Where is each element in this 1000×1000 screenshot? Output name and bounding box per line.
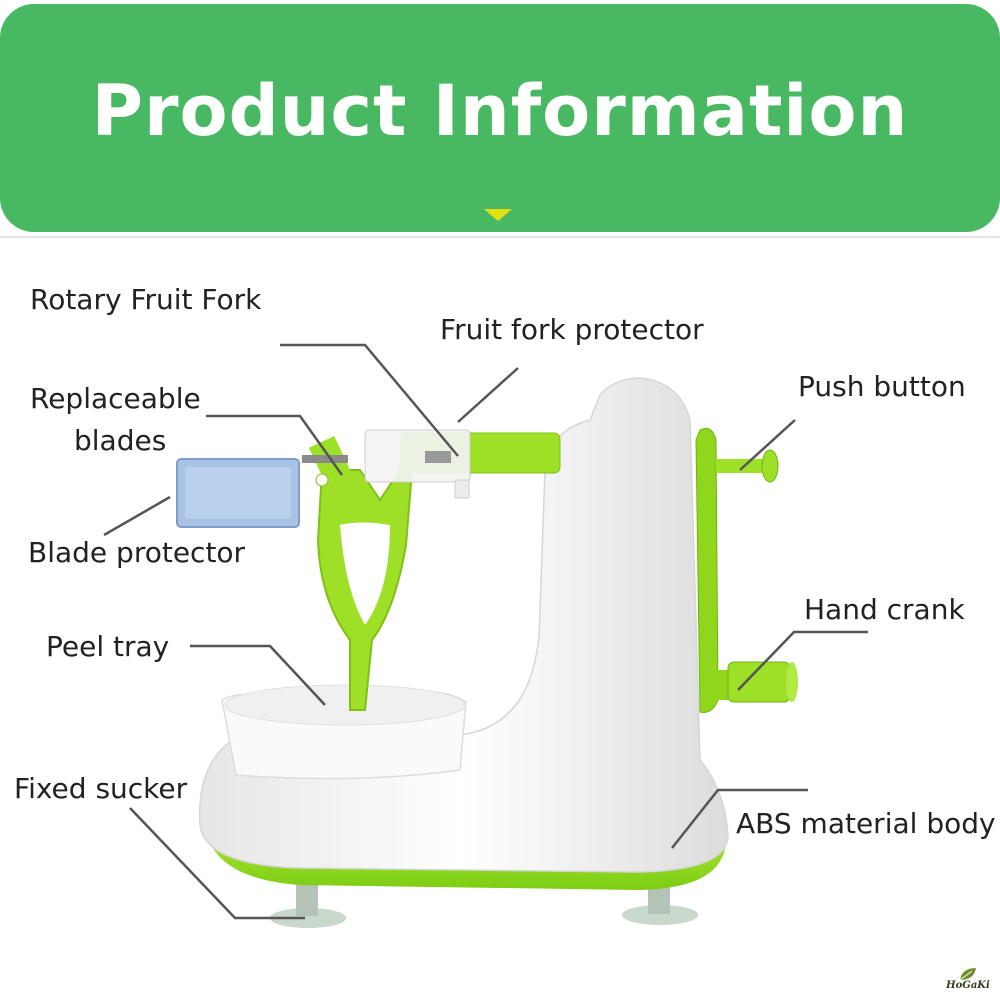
leader-abs-body (671, 788, 808, 849)
label-rotary-fruit-fork: Rotary Fruit Fork (30, 283, 262, 316)
label-abs-material-body: ABS material body (736, 807, 996, 840)
leader-blade-protector (103, 495, 171, 537)
callout-lines (103, 343, 868, 920)
leader-replaceable-blades (206, 414, 344, 476)
leader-fixed-sucker (129, 807, 305, 920)
label-push-button: Push button (798, 370, 966, 403)
divider (0, 236, 1000, 238)
label-replaceable-blades-line1: Replaceable (30, 382, 201, 415)
peel-tray-rim (224, 684, 466, 726)
brand-logo: HoGaKi (936, 966, 1000, 1000)
leader-fork-protector (457, 367, 519, 423)
crank-handle-end (786, 662, 798, 702)
leader-push-button (739, 419, 796, 471)
down-arrow-icon (484, 209, 512, 221)
push-button-shaft (716, 459, 764, 473)
header-banner: Product Information (0, 4, 1000, 232)
leader-rotary-fork (280, 343, 459, 457)
blade-arm-opening (340, 522, 390, 625)
fork-protector (364, 429, 471, 483)
leaf-icon (959, 968, 976, 981)
suction-foot-right (622, 905, 698, 925)
label-blade-protector: Blade protector (28, 536, 246, 569)
label-peel-tray: Peel tray (46, 630, 170, 663)
leader-peel-tray (190, 644, 326, 706)
label-fixed-sucker: Fixed sucker (14, 772, 188, 805)
label-hand-crank: Hand crank (804, 593, 965, 626)
blade-holder (302, 455, 348, 463)
label-replaceable-blades-line2: blades (74, 424, 167, 457)
blade-protector-inner (185, 467, 291, 519)
brand-logo-text: HoGaKi (946, 980, 990, 991)
fork-protector-collar (454, 479, 470, 499)
crank-plate (695, 427, 719, 713)
suction-foot-left (270, 908, 346, 928)
leader-hand-crank (737, 630, 868, 691)
blade-arm-pivot (315, 473, 329, 487)
fork-pin (425, 451, 451, 463)
push-button-cap (761, 449, 779, 483)
label-fruit-fork-protector: Fruit fork protector (440, 313, 704, 346)
banner-title: Product Information (91, 70, 909, 152)
